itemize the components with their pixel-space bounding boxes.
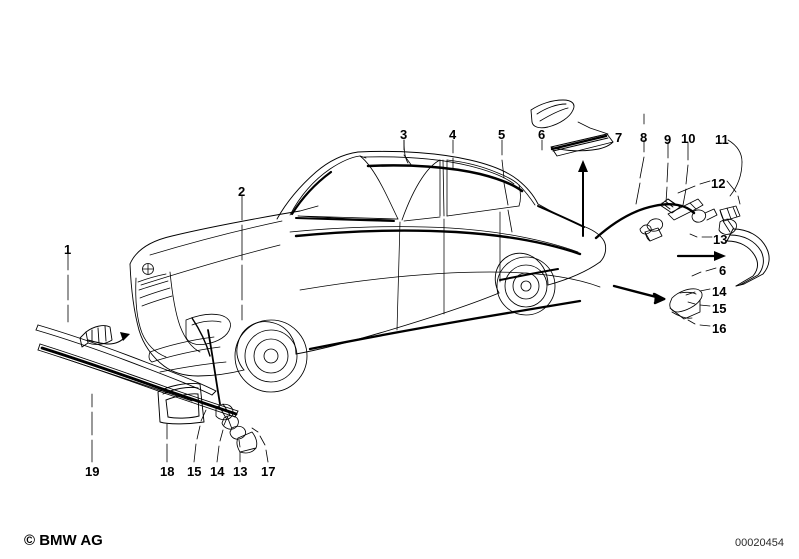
callout-14-bottom: 14 [210,464,225,479]
part-15-clip [669,288,703,320]
callout-19: 19 [85,464,100,479]
callout-15-right: 15 [712,301,727,316]
fastener-cluster [639,198,718,242]
copyright-notice: © BMW AG [24,532,103,549]
part-13-right-fastener [718,218,737,235]
leader-lines-bottom [67,195,269,463]
callout-15-bottom: 15 [187,464,202,479]
callout-14-right: 14 [712,284,727,299]
leader-line-11 [729,161,743,197]
part-17-bracket [79,325,113,348]
callout-5: 5 [498,127,506,142]
car-glass-and-pillars [289,155,536,222]
car-panel-lines [140,211,601,331]
callout-10: 10 [681,131,696,146]
callout-6-top: 6 [538,127,546,142]
callout-13-right: 13 [713,232,728,247]
part-6-right-moulding [726,228,770,287]
callout-18: 18 [160,464,175,479]
rear-trim-curve [594,203,696,240]
callout-11: 11 [715,132,729,147]
callout-2: 2 [238,184,246,199]
leader-lines-top [403,113,743,233]
car-body-outline [129,150,607,377]
callout-13-bottom: 13 [233,464,248,479]
car-front-grille [135,263,231,373]
callout-8: 8 [640,130,648,145]
callout-3: 3 [400,127,408,142]
car-wheels [234,256,556,393]
highlighted-trim-on-car [290,164,585,351]
callout-6-right: 6 [719,263,727,278]
callout-12: 12 [711,176,726,191]
callout-16: 16 [712,321,727,336]
callout-1: 1 [64,242,72,257]
bottom-fastener-cluster [215,403,258,454]
part-18-trim-panel [157,383,205,425]
callout-9: 9 [664,132,672,147]
callout-4: 4 [449,127,457,142]
diagram-part-number: 00020454 [735,537,784,549]
trim-part-6-top [530,99,575,129]
callout-7: 7 [615,130,623,145]
leader-lines-right [677,180,741,327]
trim-part-7-moulding [550,133,614,157]
part-12-clip [719,205,741,222]
callout-17: 17 [261,464,276,479]
